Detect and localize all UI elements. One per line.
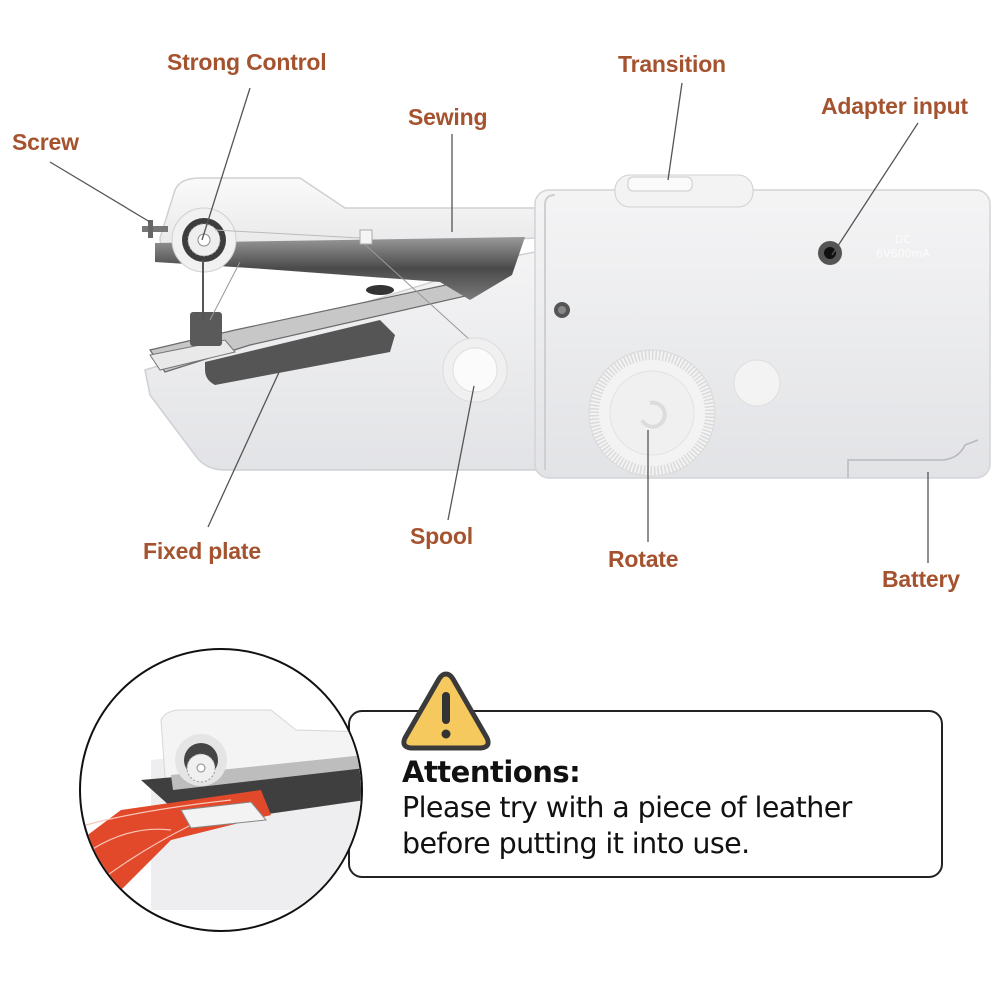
inset-closeup [79, 648, 363, 932]
label-spool: Spool [410, 523, 473, 549]
label-fixed-plate: Fixed plate [143, 538, 261, 564]
sewing-machine-illustration: DC 6V600mA [49, 82, 991, 563]
label-rotate: Rotate [608, 546, 679, 572]
leader-lines [49, 82, 929, 563]
label-sewing: Sewing [408, 104, 488, 130]
label-adapter-input: Adapter input [821, 93, 968, 119]
attention-message: Please try with a piece of leather befor… [402, 790, 942, 862]
inset-closeup-illustration [81, 709, 361, 910]
label-transition: Transition [618, 51, 726, 77]
label-battery: Battery [882, 566, 960, 592]
power-spec-rating: 6V600mA [876, 247, 930, 260]
attention-title: Attentions: [402, 755, 581, 789]
attention-message-line-2: before putting it into use. [402, 827, 750, 860]
attention-message-line-1: Please try with a piece of leather [402, 791, 852, 824]
label-screw: Screw [12, 129, 79, 155]
warning-triangle-icon [401, 671, 491, 751]
power-spec-dc: DC [895, 233, 911, 246]
label-strong-control: Strong Control [167, 49, 327, 75]
